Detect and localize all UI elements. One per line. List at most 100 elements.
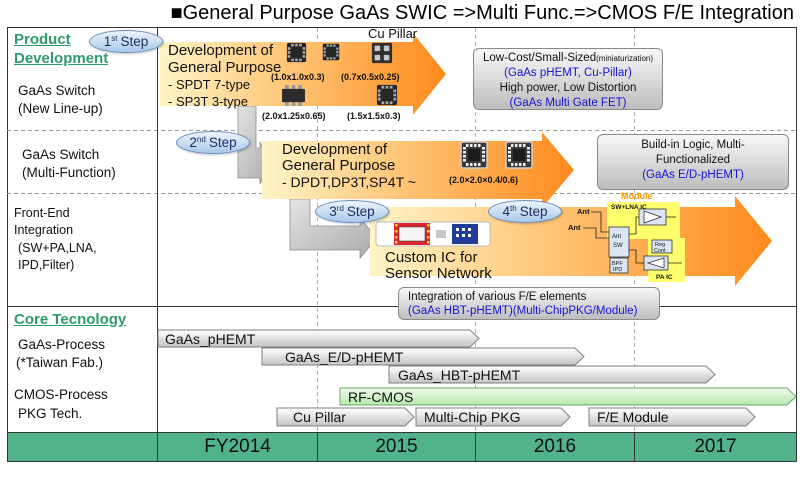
step3-heading: Custom IC for [385,249,478,266]
step1-heading: General Purpose [168,59,282,76]
year-label: 2015 [375,436,418,457]
row-label-gaas-switch-new: (New Line-up) [18,101,103,116]
note-text: Build-in Logic, Multi- [641,139,745,151]
sw-lna-ic-label: SW+LNA IC [611,204,647,211]
gaas-ed-phemt-bar [261,347,585,366]
cu-pillar-package-icon [371,42,393,64]
step-label: Step [120,34,149,49]
qfn-package-icon [322,43,340,61]
timeline-bar [7,432,797,462]
note-text: Low-Cost/Small-Sized [482,52,597,64]
antenna-label: Ant [568,223,581,232]
qfn-package-icon [286,42,307,63]
cu-pillar-bar [276,407,415,427]
filter-block [609,257,629,274]
step1-note-box: Low-Cost/Small-Sized(miniaturization) (G… [473,48,663,110]
gaas-ed-phemt-bar-label: GaAs_E/D-pHEMT [285,349,404,365]
step2-note-box: Build-in Logic, Multi- Functionalized (G… [597,134,789,190]
step2-to-step3-connector-arrow [289,198,378,260]
note-text: Integration of various F/E elements [408,291,587,303]
sot-package-icon [282,85,305,106]
row-label-front-end: IPD,Filter) [18,258,75,272]
row-label-cmos-process: CMOS-Process [14,387,108,402]
package-size-label: (1.5x1.5x0.3) [347,111,401,121]
antenna-label: Ant [577,207,590,216]
package-size-label: (2.0×2.0×0.4/0.6) [449,175,519,185]
note-text: Functionalized [655,154,731,166]
step2-item: - DPDT,DP3T,SP4T ~ [282,174,416,190]
product-development-heading: Development [14,50,109,67]
svg-text:Reg: Reg [655,242,665,248]
row-label-gaas-switch-multi: GaAs Switch [22,147,100,162]
package-size-label: (0.7x0.5x0.25) [341,72,400,82]
product-development-heading: Product [14,31,71,48]
step-number: 3 [329,204,337,219]
gaas-phemt-bar [157,329,480,348]
step2-heading: Development of [282,141,388,158]
row-label-front-end: Front-End [14,206,70,220]
row-label-gaas-switch-new: GaAs Switch [18,83,96,98]
row-label-gaas-switch-multi: (Multi-Function) [22,165,116,180]
antenna-switch-block [608,226,630,258]
multi-chip-pkg-bar [415,407,571,427]
regulator-control-block [651,239,673,254]
step4-note-box: Integration of various F/E elements (GaA… [398,287,660,320]
pa-amplifier-icon [646,257,665,269]
slide-title: ■General Purpose GaAs SWIC =>Multi Func.… [170,2,794,24]
rf-cmos-bar-label: RF-CMOS [348,389,414,405]
package-size-label: (2.0x1.25x0.65) [262,111,326,121]
qfn-package-icon [505,141,533,169]
step2-arrow [262,132,574,208]
svg-text:SW: SW [613,243,623,249]
note-tech-text: (GaAs Multi Gate FET) [509,97,627,109]
step2-heading: General Purpose [282,157,396,174]
note-text: (miniaturization) [596,54,654,63]
row-label-front-end: (SW+PA,LNA, [18,241,97,255]
note-tech-text: (GaAs HBT-pHEMT)(Multi-ChipPKG/Module) [408,305,638,317]
lna-amplifier-icon [643,210,663,224]
custom-ic-image [375,221,491,247]
row-label-front-end: Integration [14,223,74,237]
step-ordinal-suffix: st [111,34,118,43]
step-number: 4 [502,204,511,219]
gaas-hbt-phemt-bar-label: GaAs_HBT-pHEMT [398,367,521,383]
gaas-phemt-bar-label: GaAs_pHEMT [165,331,256,347]
svg-text:Cont: Cont [654,248,666,254]
svg-text:Ant: Ant [612,234,621,240]
cu-pillar-label: Cu Pillar [368,26,418,41]
note-text: High power, Low Distortion [499,82,637,94]
multi-chip-pkg-bar-label: Multi-Chip PKG [424,409,521,425]
step-label: Step [208,135,237,150]
step1-item: - SP3T 3-type [168,94,248,109]
year-label: 2016 [533,436,577,457]
module-title: Module [621,191,653,201]
note-tech-text: (GaAs E/D-pHEMT) [642,169,744,181]
row-label-gaas-process: (*Taiwan Fab.) [16,355,104,370]
step1-item: - SPDT 7-type [168,77,251,92]
step-number: 1 [103,34,112,49]
row-label-gaas-process: GaAs-Process [18,337,106,352]
step-ordinal-suffix: nd [196,135,206,144]
step-ordinal-suffix: th [510,204,517,213]
step3-heading: Sensor Network [385,265,492,282]
step-number: 2 [189,135,197,150]
package-size-label: (1.0x1.0x0.3) [271,72,325,82]
step-ordinal-suffix: rd [336,204,344,213]
note-tech-text: (GaAs pHEMT, Cu-Pillar) [504,67,632,79]
row-label-pkg-tech: PKG Tech. [18,406,83,421]
qfn-package-icon [376,84,398,106]
svg-text:BPF: BPF [612,261,623,267]
year-label: FY2014 [204,436,271,457]
gaas-hbt-phemt-bar [388,365,716,384]
pa-ic-label: PA IC [656,274,673,281]
step-label: Step [346,204,375,219]
core-technology-heading: Core Tecnology [14,311,127,328]
svg-text:IPD: IPD [613,267,622,273]
qfn-package-icon [460,141,488,169]
step-label: Step [519,204,548,219]
